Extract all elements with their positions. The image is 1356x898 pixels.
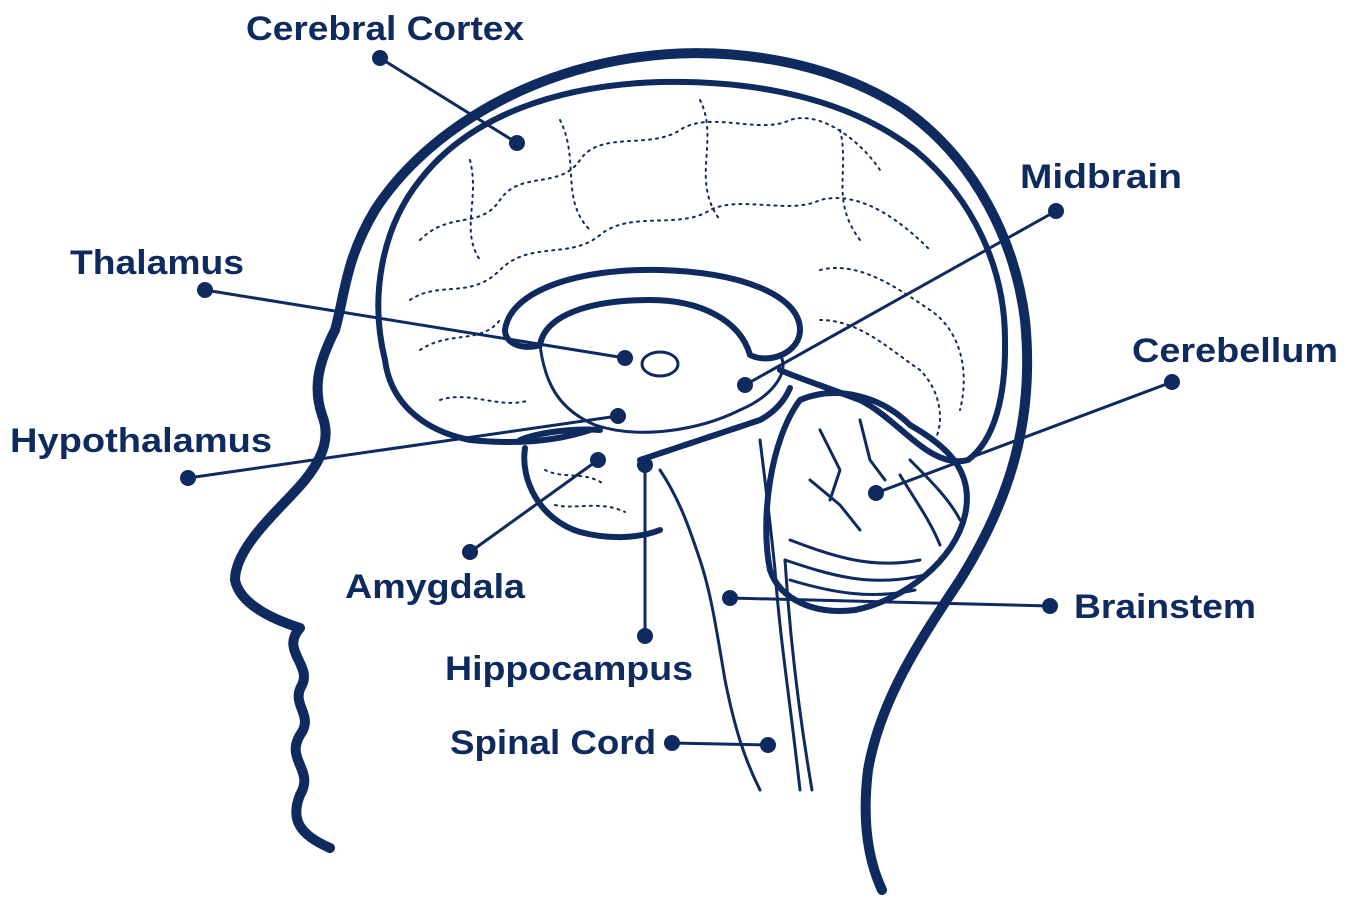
- label-midbrain: Midbrain: [1020, 158, 1182, 196]
- dot-hippocampus-label: [637, 628, 653, 644]
- label-brainstem: Brainstem: [1074, 588, 1256, 626]
- dot-amygdala-label: [462, 544, 478, 560]
- leader-thalamus: [205, 290, 625, 358]
- dot-hippocampus: [637, 457, 653, 473]
- dot-cerebellum-label: [1164, 374, 1180, 390]
- dot-hypothalamus: [610, 408, 626, 424]
- leader-amygdala: [470, 460, 598, 552]
- dot-hypothalamus-label: [180, 470, 196, 486]
- cerebrum: [378, 82, 1005, 461]
- leader-spinal-cord: [672, 743, 768, 745]
- dot-cerebral-cortex: [509, 135, 525, 151]
- label-thalamus: Thalamus: [70, 244, 244, 282]
- leader-midbrain: [745, 211, 1056, 385]
- label-hypothalamus: Hypothalamus: [10, 422, 272, 460]
- temporal-lobe: [520, 429, 660, 537]
- labels: Cerebral Cortex Midbrain Thalamus Cerebe…: [10, 10, 1338, 762]
- dot-brainstem: [722, 590, 738, 606]
- dot-midbrain-label: [1048, 203, 1064, 219]
- dot-amygdala: [590, 452, 606, 468]
- label-cerebral-cortex: Cerebral Cortex: [246, 10, 524, 48]
- label-amygdala: Amygdala: [345, 568, 526, 606]
- dot-spinal-cord: [760, 737, 776, 753]
- dot-brainstem-label: [1042, 598, 1058, 614]
- dot-thalamus: [617, 350, 633, 366]
- cerebellum-shape: [766, 393, 967, 611]
- head-profile: [235, 53, 1027, 890]
- dot-spinal-cord-label: [664, 735, 680, 751]
- dot-midbrain: [737, 377, 753, 393]
- dot-thalamus-label: [197, 282, 213, 298]
- brainstem-shape: [640, 388, 812, 790]
- label-spinal-cord: Spinal Cord: [450, 724, 656, 762]
- dot-cerebellum: [868, 485, 884, 501]
- label-cerebellum: Cerebellum: [1132, 332, 1338, 370]
- dot-cerebral-cortex-label: [372, 50, 388, 66]
- label-hippocampus: Hippocampus: [445, 650, 693, 688]
